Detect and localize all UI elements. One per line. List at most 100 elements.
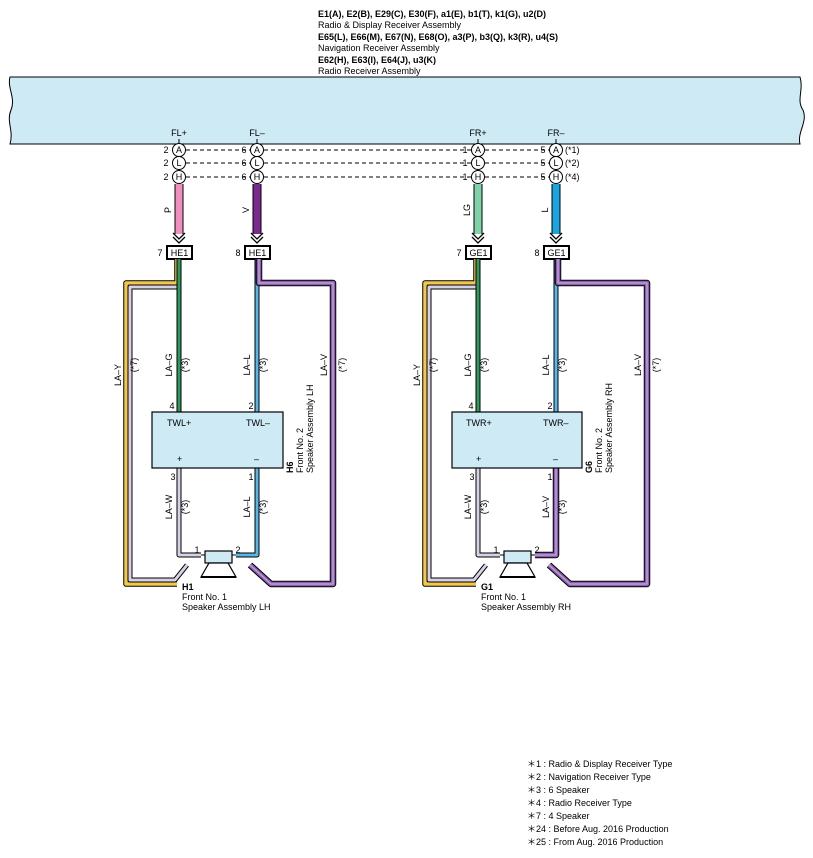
pin-row-note: (*2) — [565, 158, 580, 168]
junction-pin: 7 — [157, 248, 162, 258]
wire-note: (*3) — [557, 500, 567, 515]
wire-label: LA–W — [463, 494, 473, 519]
wire-label: LA–Y — [412, 364, 422, 386]
pin-row-a: 2 A 6 A 1 A 5 A (*1) — [163, 143, 580, 157]
junction-label: GE1 — [547, 248, 565, 258]
pin-number: 5 — [540, 172, 545, 182]
tweeter-terminal-plus: TWR+ — [466, 418, 492, 428]
wire-note: (*3) — [180, 500, 190, 515]
woofer-name: Speaker Assembly LH — [182, 602, 271, 612]
pin-letter: A — [475, 145, 481, 155]
wire-note: (*7) — [651, 358, 661, 373]
pin-letter: L — [475, 158, 480, 168]
wire-note: (*3) — [180, 358, 190, 373]
tweeter-plus-sign: + — [177, 454, 182, 464]
wire-label: LA–L — [242, 496, 252, 517]
tweeter-terminal-minus: TWL– — [246, 418, 270, 428]
pin-number: 1 — [462, 172, 467, 182]
receiver-connectors-line-2: E65(L), E66(M), E67(N), E68(O), a3(P), b… — [318, 32, 559, 42]
woofer-pin: 2 — [235, 545, 240, 555]
tweeter-id: G6 — [584, 461, 594, 473]
wire-note: (*3) — [258, 358, 268, 373]
wire-note: (*3) — [557, 358, 567, 373]
wire-color-fr-plus: LG — [462, 204, 472, 216]
receiver-name-line-2: Navigation Receiver Assembly — [318, 43, 440, 53]
pin-number: 5 — [540, 158, 545, 168]
tweeter-pin: 4 — [468, 401, 473, 411]
woofer-id: H1 — [182, 582, 194, 592]
junction-connector: 8 GE1 — [534, 245, 570, 260]
pin-number: 2 — [163, 145, 168, 155]
tweeter-box-left — [151, 411, 284, 469]
wire-note: (*7) — [129, 358, 139, 373]
pin-letter: H — [475, 172, 482, 182]
pin-letter: L — [553, 158, 558, 168]
wire-note: (*3) — [479, 500, 489, 515]
woofer-id: G1 — [481, 582, 493, 592]
tweeter-pin: 1 — [547, 472, 552, 482]
wire-note: (*3) — [258, 500, 268, 515]
junction-label: GE1 — [469, 248, 487, 258]
footnote: ＊25 : From Aug. 2016 Production — [527, 837, 664, 847]
junction-pin: 7 — [456, 248, 461, 258]
wire-color-fl-plus: P — [163, 207, 173, 213]
terminal-label-fr-plus: FR+ — [469, 128, 486, 138]
wire-label: LA–Y — [113, 364, 123, 386]
terminal-label-fr-minus: FR– — [547, 128, 564, 138]
tweeter-name: Front No. 2 — [594, 428, 604, 473]
junction-connector: 8 HE1 — [235, 245, 271, 260]
pin-letter: H — [254, 172, 261, 182]
woofer-name: Speaker Assembly RH — [481, 602, 571, 612]
wire-label: LA–V — [319, 354, 329, 376]
wire-label: LA–W — [164, 494, 174, 519]
receiver-connectors-line-1: E1(A), E2(B), E29(C), E30(F), a1(E), b1(… — [318, 9, 547, 19]
junction-pin: 8 — [235, 248, 240, 258]
pin-number: 1 — [462, 158, 467, 168]
receiver-name-line-3: Radio Receiver Assembly — [318, 66, 421, 76]
footnotes: ＊1 : Radio & Display Receiver Type ＊2 : … — [527, 758, 672, 849]
tweeter-minus-sign: – — [553, 454, 558, 464]
wire-color-fl-minus: V — [241, 207, 251, 213]
woofer-speaker-right — [498, 550, 537, 578]
wire-label: LA–V — [633, 354, 643, 376]
left-speaker-wiring — [123, 259, 337, 588]
footnote: ＊1 : Radio & Display Receiver Type — [527, 759, 673, 769]
receiver-name-line-1: Radio & Display Receiver Assembly — [318, 20, 462, 30]
pin-letter: H — [176, 172, 183, 182]
tweeter-name: Front No. 2 — [295, 428, 305, 473]
tweeter-box-right — [451, 411, 583, 469]
pin-letter: A — [254, 145, 260, 155]
pin-row-h: 2 H 6 H 1 H 5 H (*4) — [163, 170, 580, 184]
pin-row-note: (*4) — [565, 172, 580, 182]
tweeter-pin: 1 — [248, 472, 253, 482]
pin-letter: A — [553, 145, 559, 155]
tweeter-terminal-minus: TWR– — [543, 418, 569, 428]
junction-label: HE1 — [249, 248, 267, 258]
tweeter-pin: 2 — [248, 401, 253, 411]
wire-label: LA–G — [463, 353, 473, 376]
pin-number: 6 — [241, 158, 246, 168]
footnote: ＊24 : Before Aug. 2016 Production — [527, 824, 669, 834]
tweeter-pin: 3 — [469, 472, 474, 482]
pin-number: 1 — [462, 145, 467, 155]
wire-color-fr-minus: L — [540, 207, 550, 212]
tweeter-terminal-plus: TWL+ — [167, 418, 191, 428]
pin-number: 2 — [163, 172, 168, 182]
pin-letter: H — [553, 172, 560, 182]
pin-row-l: 2 L 6 L 1 L 5 L (*2) — [163, 156, 580, 170]
woofer-pin: 1 — [493, 545, 498, 555]
wire-note: (*7) — [337, 358, 347, 373]
pin-number: 6 — [241, 145, 246, 155]
pin-number: 2 — [163, 158, 168, 168]
pin-row-note: (*1) — [565, 145, 580, 155]
right-speaker-wiring — [422, 259, 651, 588]
pin-letter: A — [176, 145, 182, 155]
terminal-label-fl-plus: FL+ — [171, 128, 187, 138]
tweeter-id: H6 — [285, 461, 295, 473]
footnote: ＊4 : Radio Receiver Type — [527, 798, 632, 808]
tweeter-name: Speaker Assembly RH — [604, 383, 614, 473]
footnote: ＊7 : 4 Speaker — [527, 811, 590, 821]
woofer-name: Front No. 1 — [481, 592, 526, 602]
footnote: ＊2 : Navigation Receiver Type — [527, 772, 651, 782]
